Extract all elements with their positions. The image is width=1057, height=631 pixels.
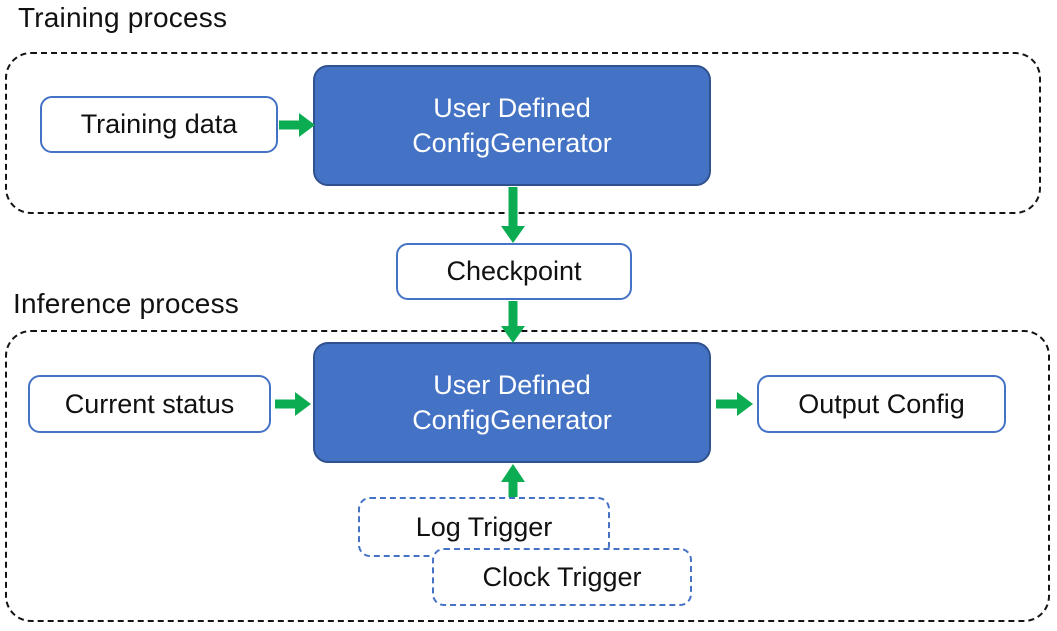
training-process-container (5, 52, 1041, 214)
checkpoint-node: Checkpoint (396, 243, 632, 300)
current-status-node: Current status (28, 375, 271, 433)
output-config-node: Output Config (757, 375, 1006, 433)
training-config-generator-node: User Defined ConfigGenerator (313, 65, 711, 186)
inference-config-generator-line2: ConfigGenerator (412, 404, 612, 435)
clock-trigger-node: Clock Trigger (432, 548, 692, 606)
inference-process-label: Inference process (13, 288, 239, 319)
training-config-generator-line1: User Defined (433, 93, 591, 124)
training-process-label: Training process (18, 2, 228, 33)
inference-process-container (5, 330, 1050, 622)
inference-config-generator-line1: User Defined (433, 370, 591, 401)
training-data-node: Training data (40, 96, 278, 153)
log-trigger-node: Log Trigger (358, 497, 610, 557)
training-config-generator-line2: ConfigGenerator (412, 127, 612, 158)
inference-config-generator-node: User Defined ConfigGenerator (313, 342, 711, 463)
